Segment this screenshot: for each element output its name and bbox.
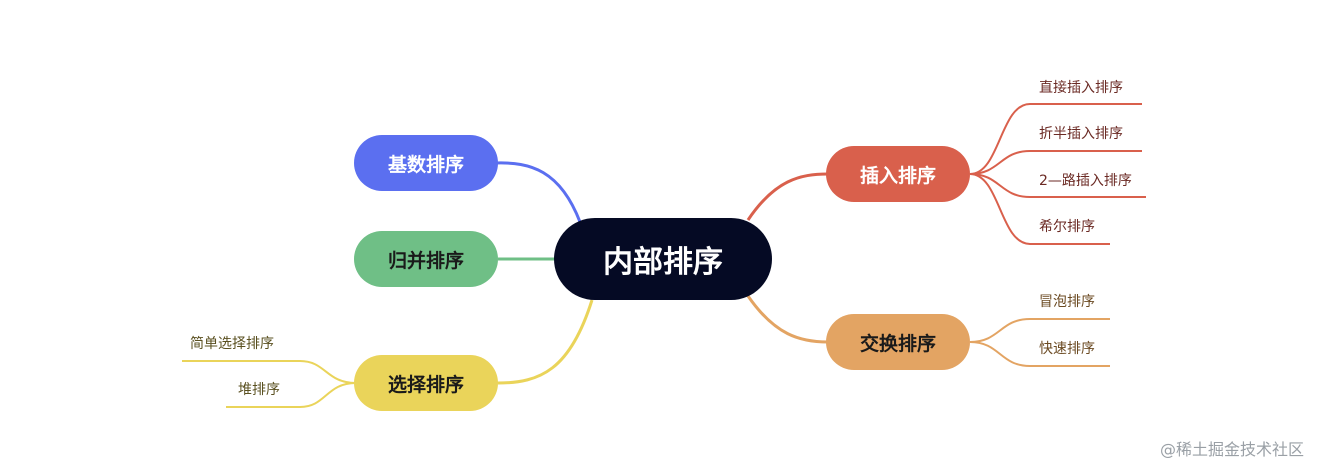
leaf-exchange[interactable]: 快速排序 [1039,341,1095,357]
link-exchange-child [969,341,1110,367]
leaf-insert[interactable]: 直接插入排序 [1039,80,1123,96]
link-select-child [182,360,357,384]
branch-label-merge: 归并排序 [387,249,464,272]
leaf-select[interactable]: 堆排序 [238,382,280,398]
link-exchange-child [969,318,1110,343]
leaf-exchange[interactable]: 冒泡排序 [1039,294,1095,310]
branch-node-exchange[interactable]: 交换排序 [826,314,970,370]
leaf-insert[interactable]: 折半插入排序 [1039,126,1123,142]
link-root-insert [746,172,829,221]
branch-label-exchange: 交换排序 [859,332,936,355]
branch-label-insert: 插入排序 [859,164,936,187]
leaf-insert[interactable]: 希尔排序 [1039,219,1095,235]
branch-node-select[interactable]: 选择排序 [354,355,498,411]
link-select-child [226,382,357,408]
link-insert-child [969,173,1146,198]
root-label: 内部排序 [603,245,723,280]
branch-node-radix[interactable]: 基数排序 [354,135,498,191]
link-insert-child [969,103,1142,175]
link-root-select [497,299,594,385]
branch-node-insert[interactable]: 插入排序 [826,146,970,202]
root-node[interactable]: 内部排序 [554,218,772,300]
link-root-radix [495,161,582,223]
link-root-exchange [746,295,829,344]
branch-node-merge[interactable]: 归并排序 [354,231,498,287]
watermark: @稀土掘金技术社区 [1159,440,1304,459]
leaf-insert[interactable]: 2—路插入排序 [1039,173,1132,189]
branch-label-select: 选择排序 [387,373,464,396]
branch-label-radix: 基数排序 [387,153,464,176]
link-insert-child [969,150,1142,175]
leaf-select[interactable]: 简单选择排序 [190,336,274,352]
link-insert-child [969,173,1110,245]
